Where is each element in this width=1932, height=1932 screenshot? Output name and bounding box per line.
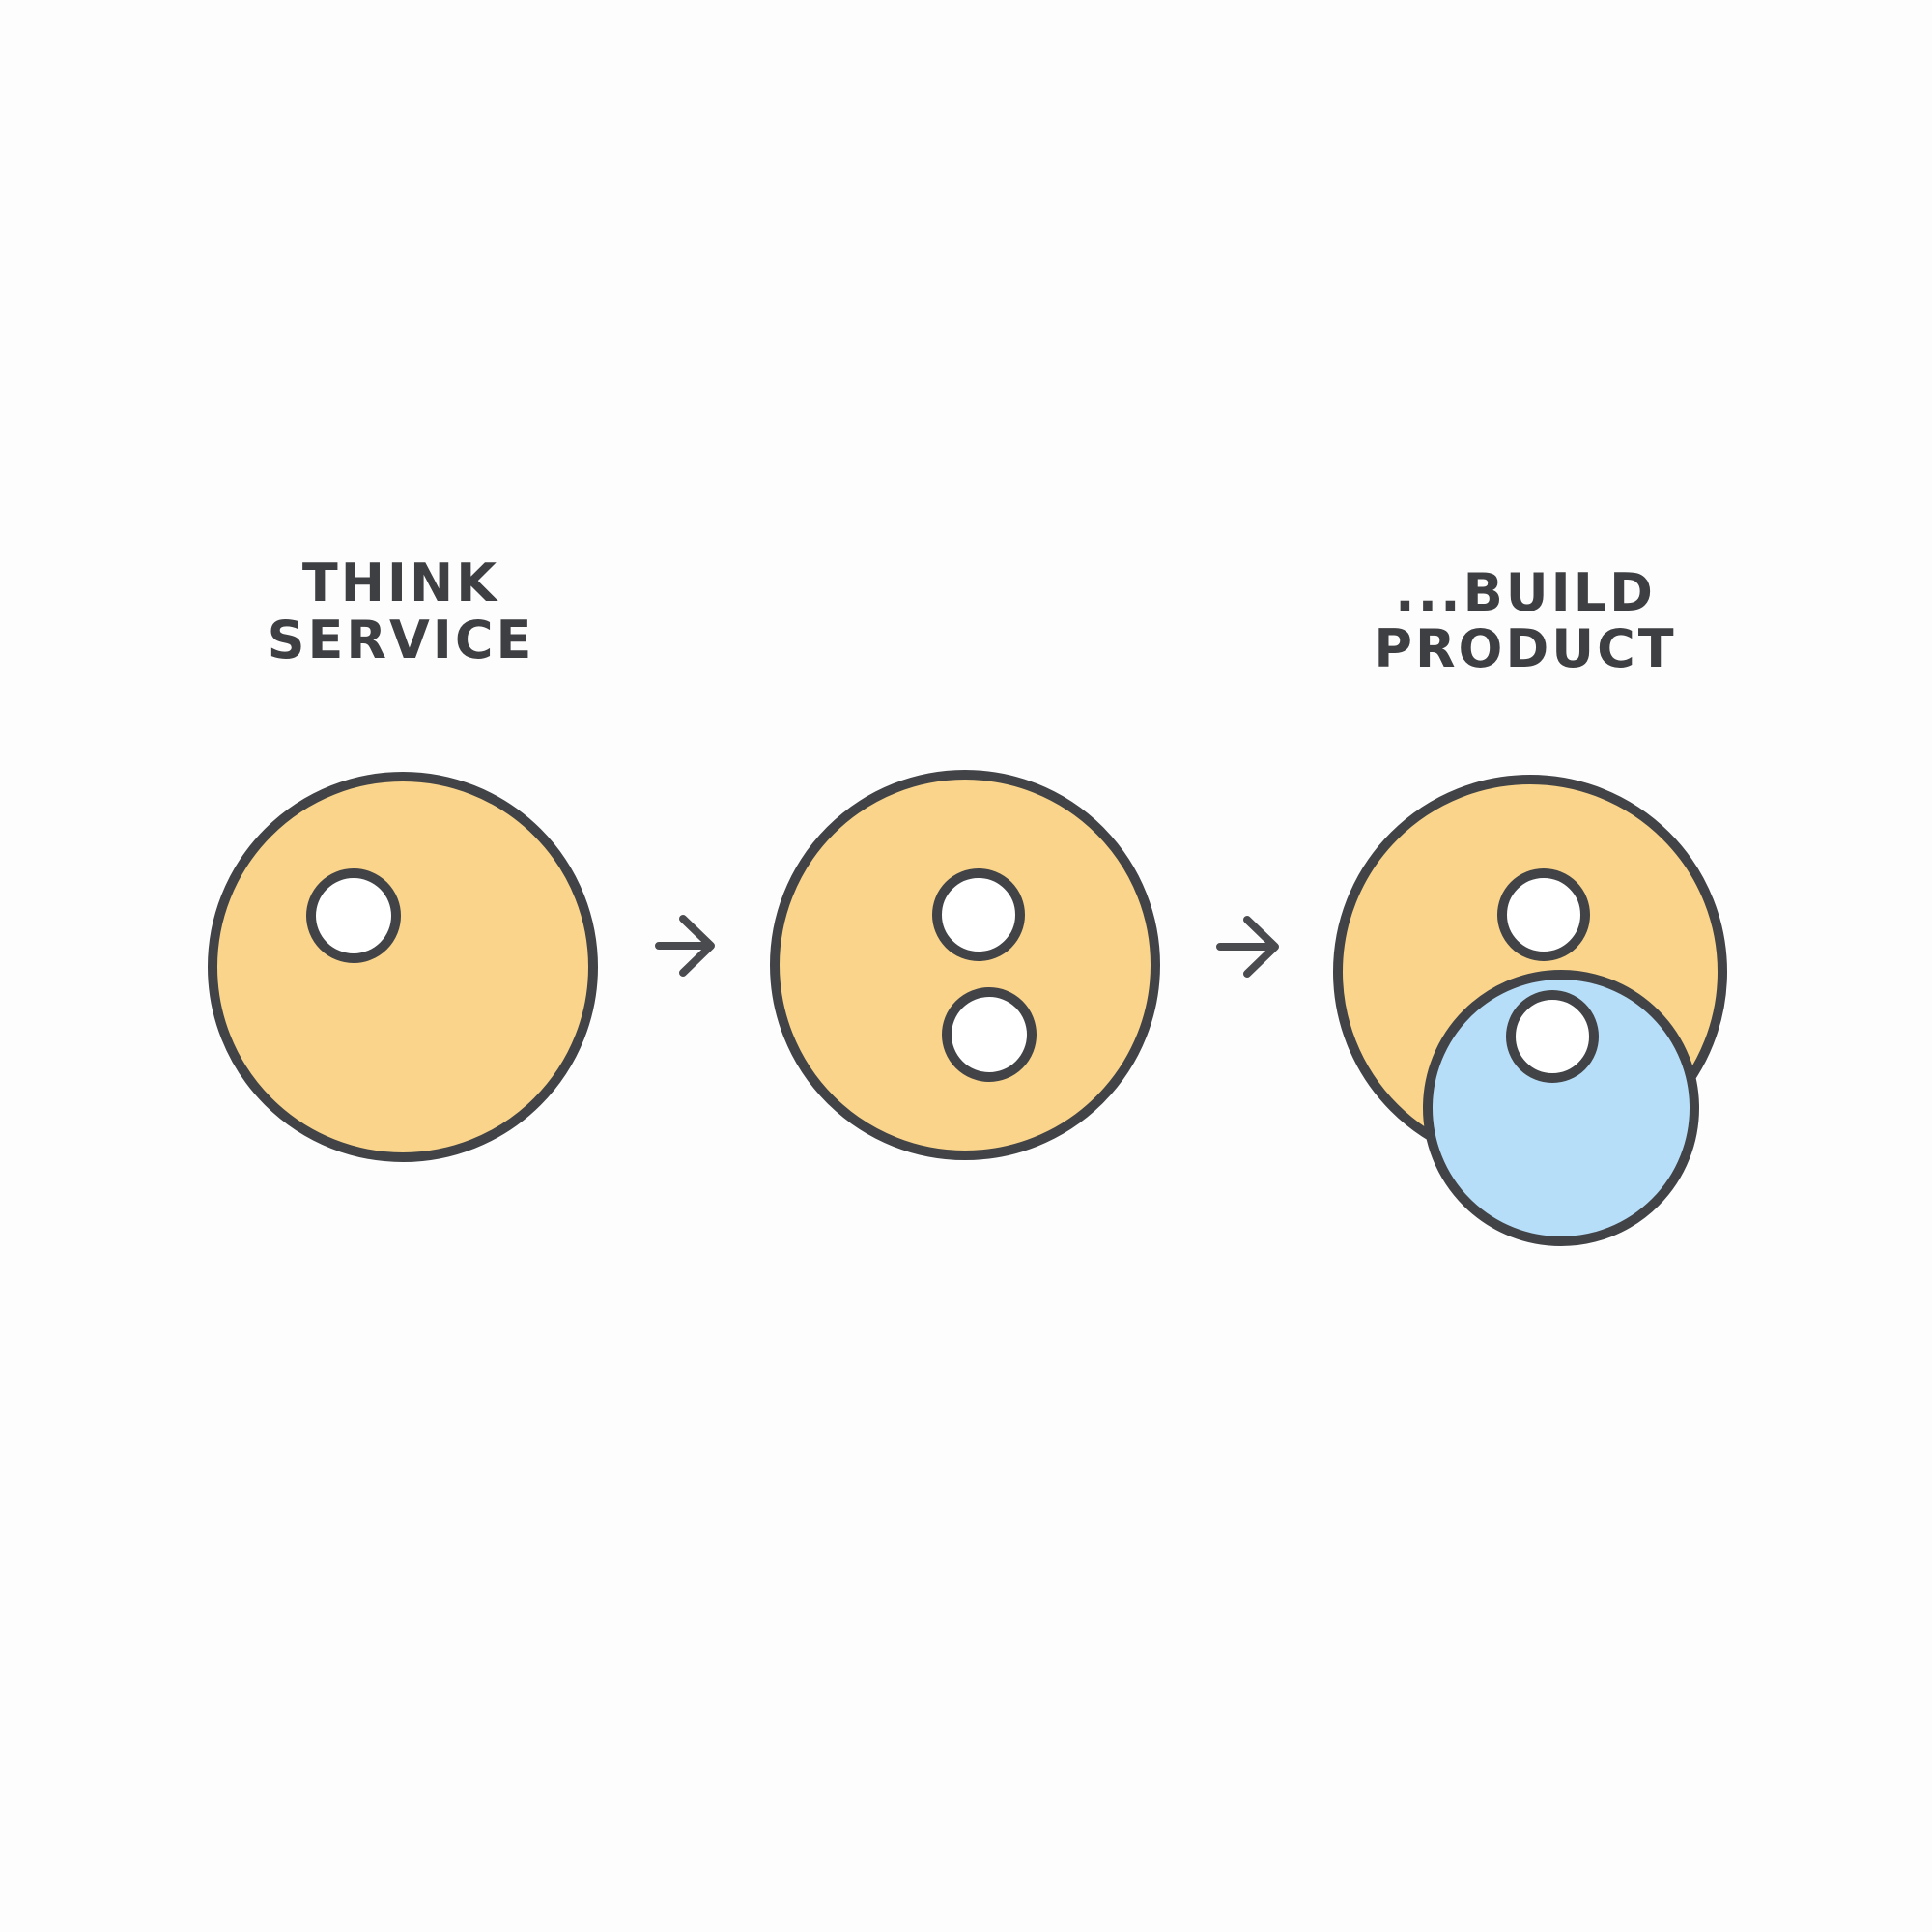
step2-service-circle-group <box>770 770 1160 1160</box>
service-circle-step2 <box>770 770 1160 1160</box>
label-build-product-line1: ...BUILD <box>1395 562 1656 623</box>
service-hole-step3 <box>1497 868 1590 961</box>
service-hole-step1 <box>306 868 401 963</box>
product-hole <box>1506 990 1599 1083</box>
label-think-service-line2: SERVICE <box>268 610 535 670</box>
arrow-right-icon-1 <box>655 915 715 977</box>
label-build-product: ...BUILD PRODUCT <box>1374 562 1676 679</box>
service-hole-step2-bottom <box>942 987 1037 1082</box>
step3-product-extraction-group <box>1333 775 1727 1246</box>
arrow-right-icon-2 <box>1216 916 1279 978</box>
label-think-service: THINK SERVICE <box>268 553 535 670</box>
step1-service-circle-group <box>208 772 598 1162</box>
service-hole-step2-top <box>932 868 1025 961</box>
label-think-service-line1: THINK <box>302 553 499 613</box>
product-circle <box>1423 970 1699 1246</box>
label-build-product-line2: PRODUCT <box>1374 618 1676 679</box>
service-circle-step1 <box>208 772 598 1162</box>
